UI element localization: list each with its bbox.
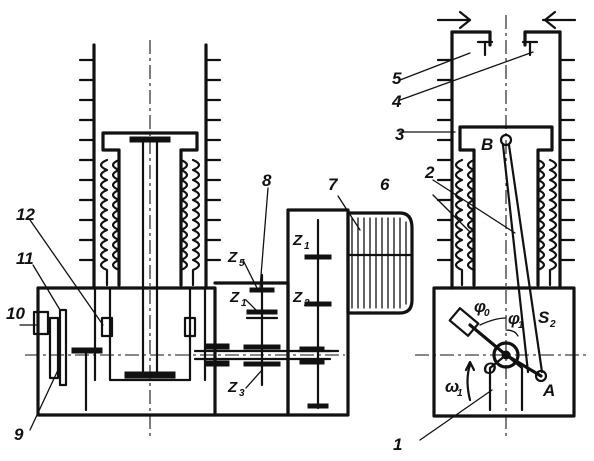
symbol-s2: S 2 <box>538 308 556 330</box>
svg-text:2: 2 <box>549 319 556 330</box>
svg-text:Z: Z <box>227 379 238 396</box>
svg-text:ω: ω <box>445 377 459 396</box>
leader-lines <box>19 51 534 441</box>
svg-text:Z: Z <box>229 289 240 306</box>
part-label-7: 7 <box>328 175 339 194</box>
symbol-phi0: φ 0 <box>474 297 490 319</box>
right-crank-view <box>415 10 590 440</box>
svg-text:3: 3 <box>239 388 245 399</box>
gear-label-z1-left: Z 1 <box>229 289 247 309</box>
svg-text:Z: Z <box>227 249 238 266</box>
gear-label-z1-right: Z 1 <box>292 232 310 252</box>
part-label-4: 4 <box>391 92 402 111</box>
labels: 1 2 3 4 5 6 7 8 9 10 11 12 Z 5 Z 1 Z 3 Z… <box>6 69 556 454</box>
svg-text:5: 5 <box>239 258 245 269</box>
svg-text:S: S <box>538 308 550 327</box>
part-label-11: 11 <box>16 249 34 268</box>
part-label-9: 9 <box>14 425 24 444</box>
svg-text:1: 1 <box>241 298 247 309</box>
part-label-8: 8 <box>262 171 272 190</box>
gearbox <box>213 208 414 417</box>
part-label-12: 12 <box>16 205 35 224</box>
svg-text:0: 0 <box>484 308 490 319</box>
point-label-o: O <box>483 359 496 378</box>
point-label-a: A <box>542 381 555 400</box>
part-label-2: 2 <box>424 163 435 182</box>
svg-text:1: 1 <box>304 241 310 252</box>
svg-text:Z: Z <box>292 232 303 249</box>
part-label-6: 6 <box>380 175 390 194</box>
svg-text:1: 1 <box>457 388 463 399</box>
gear-label-z3: Z 3 <box>227 379 245 399</box>
gear-label-z5: Z 5 <box>227 249 245 269</box>
svg-text:Z: Z <box>292 289 303 306</box>
part-label-10: 10 <box>6 304 25 323</box>
gear-label-z2: Z 2 <box>292 289 310 309</box>
svg-text:φ: φ <box>474 297 486 316</box>
symbol-phi1: φ 1 <box>508 309 524 331</box>
point-label-b: B <box>481 135 493 154</box>
svg-text:1: 1 <box>518 320 524 331</box>
part-label-3: 3 <box>395 125 405 144</box>
svg-text:2: 2 <box>303 298 310 309</box>
symbol-omega1: ω 1 <box>445 377 463 399</box>
part-label-5: 5 <box>392 69 402 88</box>
svg-text:φ: φ <box>508 309 520 328</box>
part-label-1: 1 <box>393 435 402 454</box>
